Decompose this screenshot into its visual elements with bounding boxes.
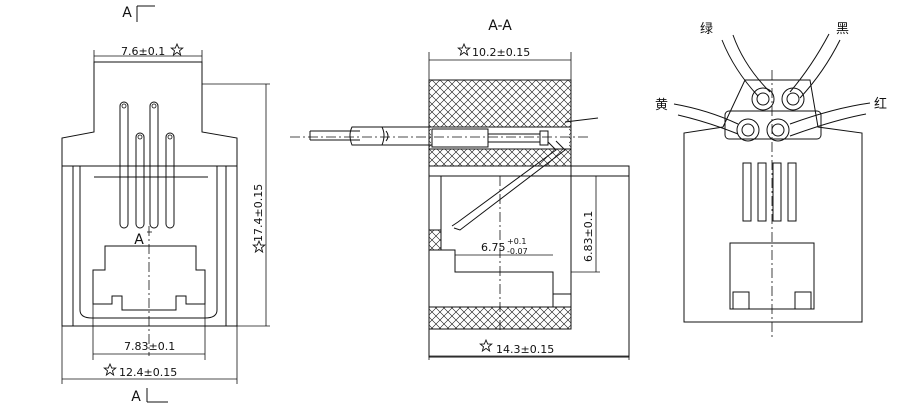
section-title: A-A [488,18,512,34]
section-view: A-A 10.2±0.15 [290,18,630,360]
contact-slots [742,162,797,222]
svg-text:7.6±0.1: 7.6±0.1 [121,45,165,58]
svg-text:+0.1: +0.1 [507,237,526,246]
front-view: A A 7.6±0.1 [61,5,270,405]
dim-top-width: 7.6±0.1 [93,43,203,62]
wiring-view: 绿 黑 黄 红 [655,22,887,340]
wire-terminals [736,87,805,142]
wire-label-yellow: 黄 [655,98,668,113]
dim-bottom-outer: 12.4±0.15 [61,326,238,384]
section-mark-mid: A [134,232,144,248]
dim-height: 17.4±0.15 [202,83,270,327]
wire-label-black: 黑 [836,22,849,37]
svg-text:6.83±0.1: 6.83±0.1 [582,211,595,262]
wire-label-red: 红 [874,96,887,112]
svg-text:10.2±0.15: 10.2±0.15 [472,46,530,59]
section-mark-top: A [122,5,132,21]
dim-bottom-inner: 7.83±0.1 [92,304,206,360]
dim-section-top: 10.2±0.15 [428,43,572,80]
svg-text:6.75: 6.75 [481,241,506,254]
wire-label-green: 绿 [700,22,713,37]
dim-section-bottom: 14.3±0.15 [428,339,630,360]
section-mark-bottom: A [131,389,141,405]
contact-pins [119,101,175,229]
svg-text:17.4±0.15: 17.4±0.15 [252,184,265,242]
svg-text:14.3±0.15: 14.3±0.15 [496,343,554,356]
dim-section-inner-width: 6.75 +0.1 -0.07 [455,237,553,256]
svg-text:-0.07: -0.07 [507,247,528,256]
svg-text:7.83±0.1: 7.83±0.1 [124,340,175,353]
dim-section-inner-height: 6.83±0.1 [571,175,600,273]
svg-text:12.4±0.15: 12.4±0.15 [119,366,177,379]
